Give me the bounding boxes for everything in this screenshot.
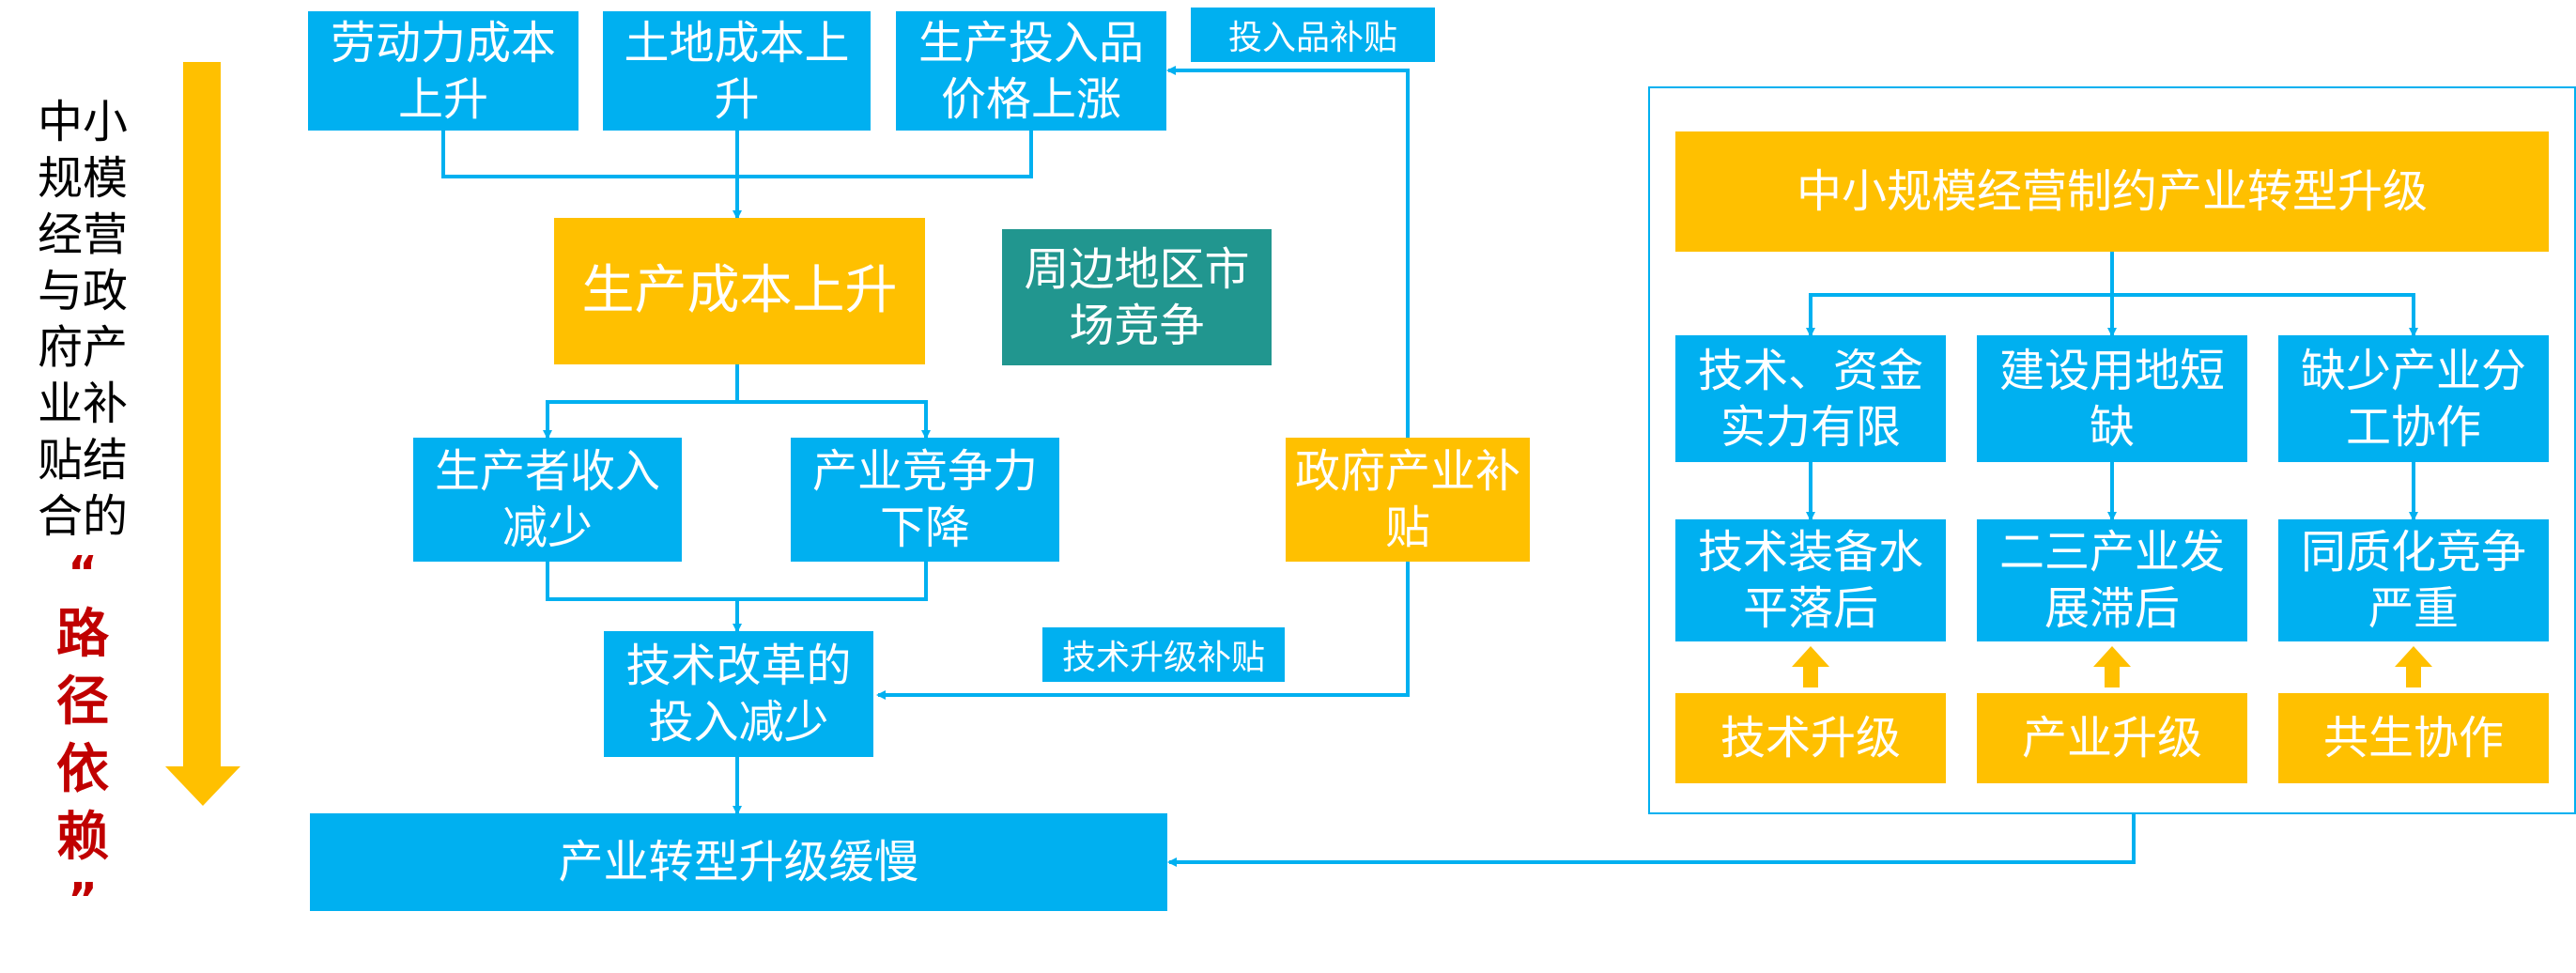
col2-top-box: 建设用地短缺 xyxy=(1977,335,2247,462)
col1-top-box: 技术、资金实力有限 xyxy=(1675,335,1946,462)
side-line-7: 贴结 xyxy=(37,434,128,486)
upgrade-arrow-2 xyxy=(2093,646,2131,687)
panel-title-box: 中小规模经营制约产业转型升级 xyxy=(1675,131,2549,252)
side-keyword-1: 路 xyxy=(56,604,109,665)
input-price-box: 生产投入品价格上涨 xyxy=(896,11,1166,131)
col3-top-box: 缺少产业分工协作 xyxy=(2278,335,2549,462)
tech-investment-box: 技术改革的投入减少 xyxy=(604,631,873,757)
upgrade-arrow-1 xyxy=(1792,646,1829,687)
side-quote-open: “ xyxy=(68,547,98,599)
col3-mid-box: 同质化竞争严重 xyxy=(2278,519,2549,641)
connector-title-split xyxy=(1806,252,2114,337)
input-subsidy-tag: 投入品补贴 xyxy=(1191,8,1435,62)
connector-production-split-right xyxy=(737,400,931,440)
connector-title-right xyxy=(2112,293,2418,337)
tech-subsidy-tag: 技术升级补贴 xyxy=(1042,627,1285,682)
competitiveness-box: 产业竞争力下降 xyxy=(791,438,1059,562)
col1-bottom-box: 技术升级 xyxy=(1675,693,1946,783)
connector-gov-to-tech xyxy=(876,562,1410,700)
side-line-3: 经营 xyxy=(37,208,128,261)
side-line-1: 中小 xyxy=(37,96,128,148)
constraint-panel xyxy=(1648,86,2576,814)
land-cost-box: 土地成本上升 xyxy=(603,11,871,131)
producer-income-box: 生产者收入减少 xyxy=(413,438,682,562)
side-line-2: 规模 xyxy=(37,152,128,205)
side-quote-close: ” xyxy=(68,873,98,926)
side-keyword-3: 依 xyxy=(56,739,109,800)
side-keyword-4: 赖 xyxy=(56,807,109,868)
side-line-8: 合的 xyxy=(37,490,128,543)
path-dependency-arrow-shaft xyxy=(183,62,221,776)
side-caption: 中小 规模 经营 与政 府产 业补 贴结 合的 “ 路 径 依 赖 ” xyxy=(26,94,139,928)
connector-gov-to-input xyxy=(1166,66,1410,438)
slow-upgrade-box: 产业转型升级缓慢 xyxy=(310,813,1167,911)
side-line-4: 与政 xyxy=(37,265,128,317)
side-line-5: 府产 xyxy=(37,321,128,374)
regional-competition-box: 周边地区市场竞争 xyxy=(1002,229,1272,365)
side-line-6: 业补 xyxy=(37,378,128,430)
gov-subsidy-box: 政府产业补贴 xyxy=(1286,438,1530,562)
col2-bottom-box: 产业升级 xyxy=(1977,693,2247,783)
col1-mid-box: 技术装备水平落后 xyxy=(1675,519,1946,641)
path-dependency-arrow-head xyxy=(165,766,240,806)
upgrade-arrow-3 xyxy=(2395,646,2432,687)
production-cost-box: 生产成本上升 xyxy=(554,218,925,364)
connector-panel-to-slow-upgrade xyxy=(1167,814,2136,867)
col2-mid-box: 二三产业发展滞后 xyxy=(1977,519,2247,641)
labor-cost-box: 劳动力成本上升 xyxy=(308,11,578,131)
connector-merge-left xyxy=(546,562,928,601)
col3-bottom-box: 共生协作 xyxy=(2278,693,2549,783)
side-keyword-2: 径 xyxy=(56,672,109,733)
connector-production-split xyxy=(543,364,739,440)
